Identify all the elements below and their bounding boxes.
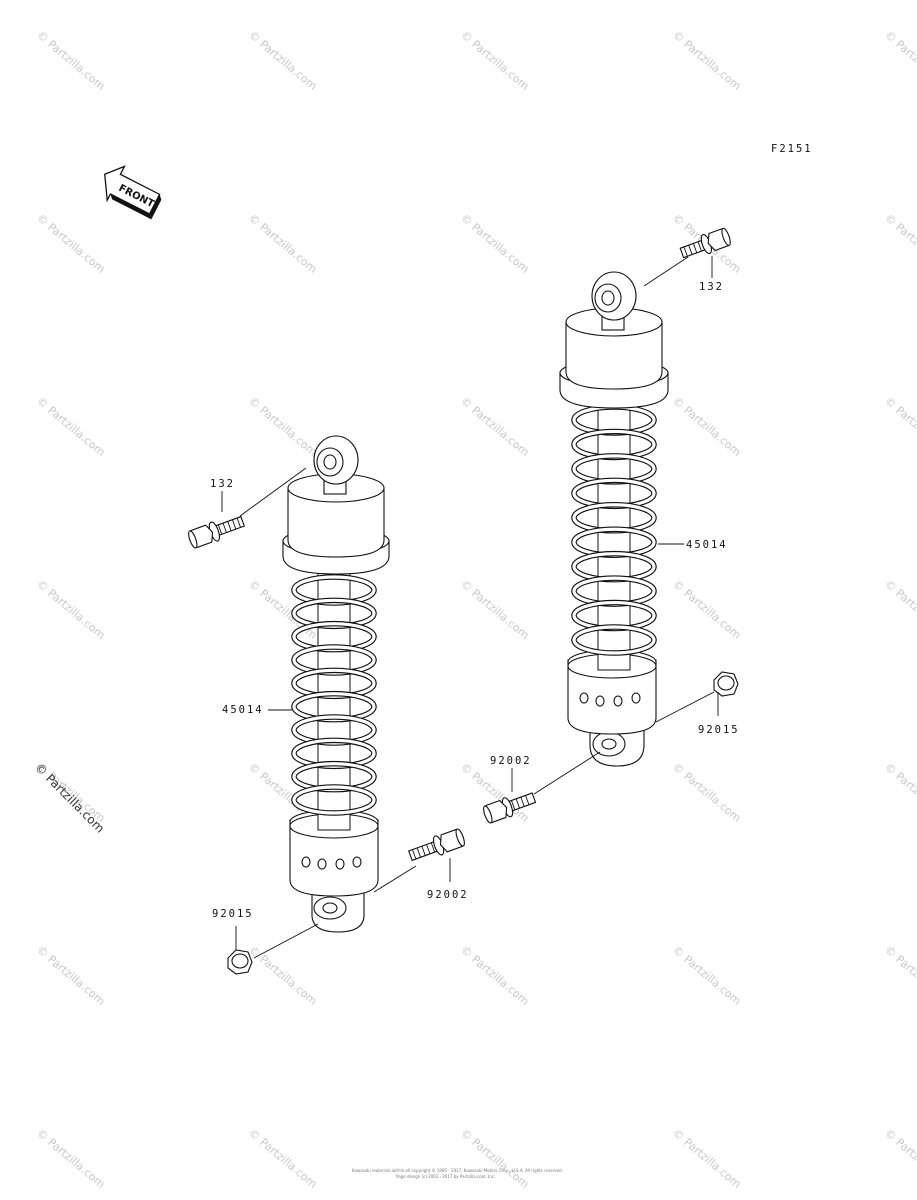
right-shock-spring bbox=[571, 389, 657, 671]
right-bottom-bolt-leader bbox=[533, 751, 601, 795]
tile-watermark: © Partzilla.com bbox=[458, 577, 531, 642]
spring-coil-highlight bbox=[572, 625, 656, 655]
footer-design: Page design (c) 2002 - 2017 by Partzilla… bbox=[396, 1174, 495, 1179]
tile-watermark: © Partzilla.com bbox=[246, 394, 319, 459]
left-nut[interactable]: 92015 bbox=[212, 908, 319, 975]
spring-coil-highlight bbox=[292, 785, 376, 815]
callout-left-45014: 45014 bbox=[222, 704, 264, 716]
footer-copyright: Kawasaki materials within all copyright … bbox=[352, 1168, 563, 1173]
tile-watermark: © Partzilla.com bbox=[670, 28, 743, 93]
tile-watermark: © Partzilla.com bbox=[670, 760, 743, 825]
callout-left-92002: 92002 bbox=[427, 889, 469, 901]
tile-watermark: © Partzilla.com bbox=[34, 211, 107, 276]
left-shock-absorber[interactable] bbox=[282, 435, 390, 933]
left-top-bolt[interactable]: 132 bbox=[187, 467, 307, 550]
right-shock-absorber[interactable] bbox=[559, 271, 669, 767]
left-shock-upper-eye bbox=[313, 435, 359, 495]
tile-watermark: © Partzilla.com bbox=[246, 1126, 319, 1191]
tile-watermark: © Partzilla.com bbox=[34, 394, 107, 459]
tile-watermark: © Partzilla.com bbox=[458, 211, 531, 276]
tile-watermark: © Partzilla.com bbox=[882, 28, 917, 93]
tile-watermark: © Partzilla.com bbox=[246, 211, 319, 276]
tile-watermark: © Partzilla.com bbox=[670, 394, 743, 459]
tile-watermark: © Partzilla.com bbox=[882, 211, 917, 276]
tile-watermark: © Partzilla.com bbox=[458, 394, 531, 459]
right-shock-upper-eye bbox=[591, 271, 637, 331]
figure-code: F2151 bbox=[771, 143, 813, 155]
left-shock-upper-cap bbox=[282, 473, 390, 575]
tile-watermark: © Partzilla.com bbox=[670, 577, 743, 642]
left-shock-spring bbox=[291, 559, 377, 831]
left-nut-leader bbox=[253, 923, 319, 959]
front-arrow: FRONT bbox=[104, 165, 162, 220]
right-shock-upper-cap bbox=[559, 307, 669, 409]
tile-watermark: © Partzilla.com bbox=[882, 577, 917, 642]
tile-watermark: © Partzilla.com bbox=[670, 943, 743, 1008]
callout-left-132: 132 bbox=[210, 478, 235, 490]
right-top-bolt[interactable]: 132 bbox=[643, 226, 732, 293]
tile-watermark: © Partzilla.com bbox=[458, 943, 531, 1008]
tile-watermark: © Partzilla.com bbox=[34, 28, 107, 93]
left-bottom-bolt-leader bbox=[373, 865, 417, 893]
tile-watermark: © Partzilla.com bbox=[882, 394, 917, 459]
tile-watermark: © Partzilla.com bbox=[246, 943, 319, 1008]
tile-watermark: © Partzilla.com bbox=[34, 943, 107, 1008]
left-bottom-bolt[interactable]: 92002 bbox=[373, 827, 469, 901]
tile-watermark: © Partzilla.com bbox=[670, 1126, 743, 1191]
tile-watermark: © Partzilla.com bbox=[34, 1126, 107, 1191]
tile-watermark: © Partzilla.com bbox=[246, 577, 319, 642]
tile-watermark: © Partzilla.com bbox=[34, 577, 107, 642]
tile-watermark: © Partzilla.com bbox=[246, 28, 319, 93]
side-watermark: © Partzilla.com bbox=[32, 760, 107, 835]
right-nut[interactable]: 92015 bbox=[655, 671, 740, 736]
watermark-layer: © Partzilla.com © Partzilla.com © Partzill… bbox=[34, 28, 917, 1191]
right-nut-leader bbox=[655, 691, 715, 723]
front-arrow-shadow bbox=[149, 194, 162, 220]
callout-right-92002: 92002 bbox=[490, 755, 532, 767]
right-top-bolt-leader bbox=[643, 256, 689, 287]
tile-watermark: © Partzilla.com bbox=[882, 943, 917, 1008]
tile-watermark: © Partzilla.com bbox=[882, 760, 917, 825]
callout-right-45014: 45014 bbox=[686, 539, 728, 551]
callout-left-92015: 92015 bbox=[212, 908, 254, 920]
tile-watermark: © Partzilla.com bbox=[458, 28, 531, 93]
right-bottom-bolt[interactable]: 92002 bbox=[482, 751, 601, 825]
tile-watermark: © Partzilla.com bbox=[882, 1126, 917, 1191]
left-top-bolt-leader bbox=[239, 467, 307, 517]
callout-right-132: 132 bbox=[699, 281, 724, 293]
callout-right-92015: 92015 bbox=[698, 724, 740, 736]
tile-watermark: © Partzilla.com bbox=[458, 1126, 531, 1191]
